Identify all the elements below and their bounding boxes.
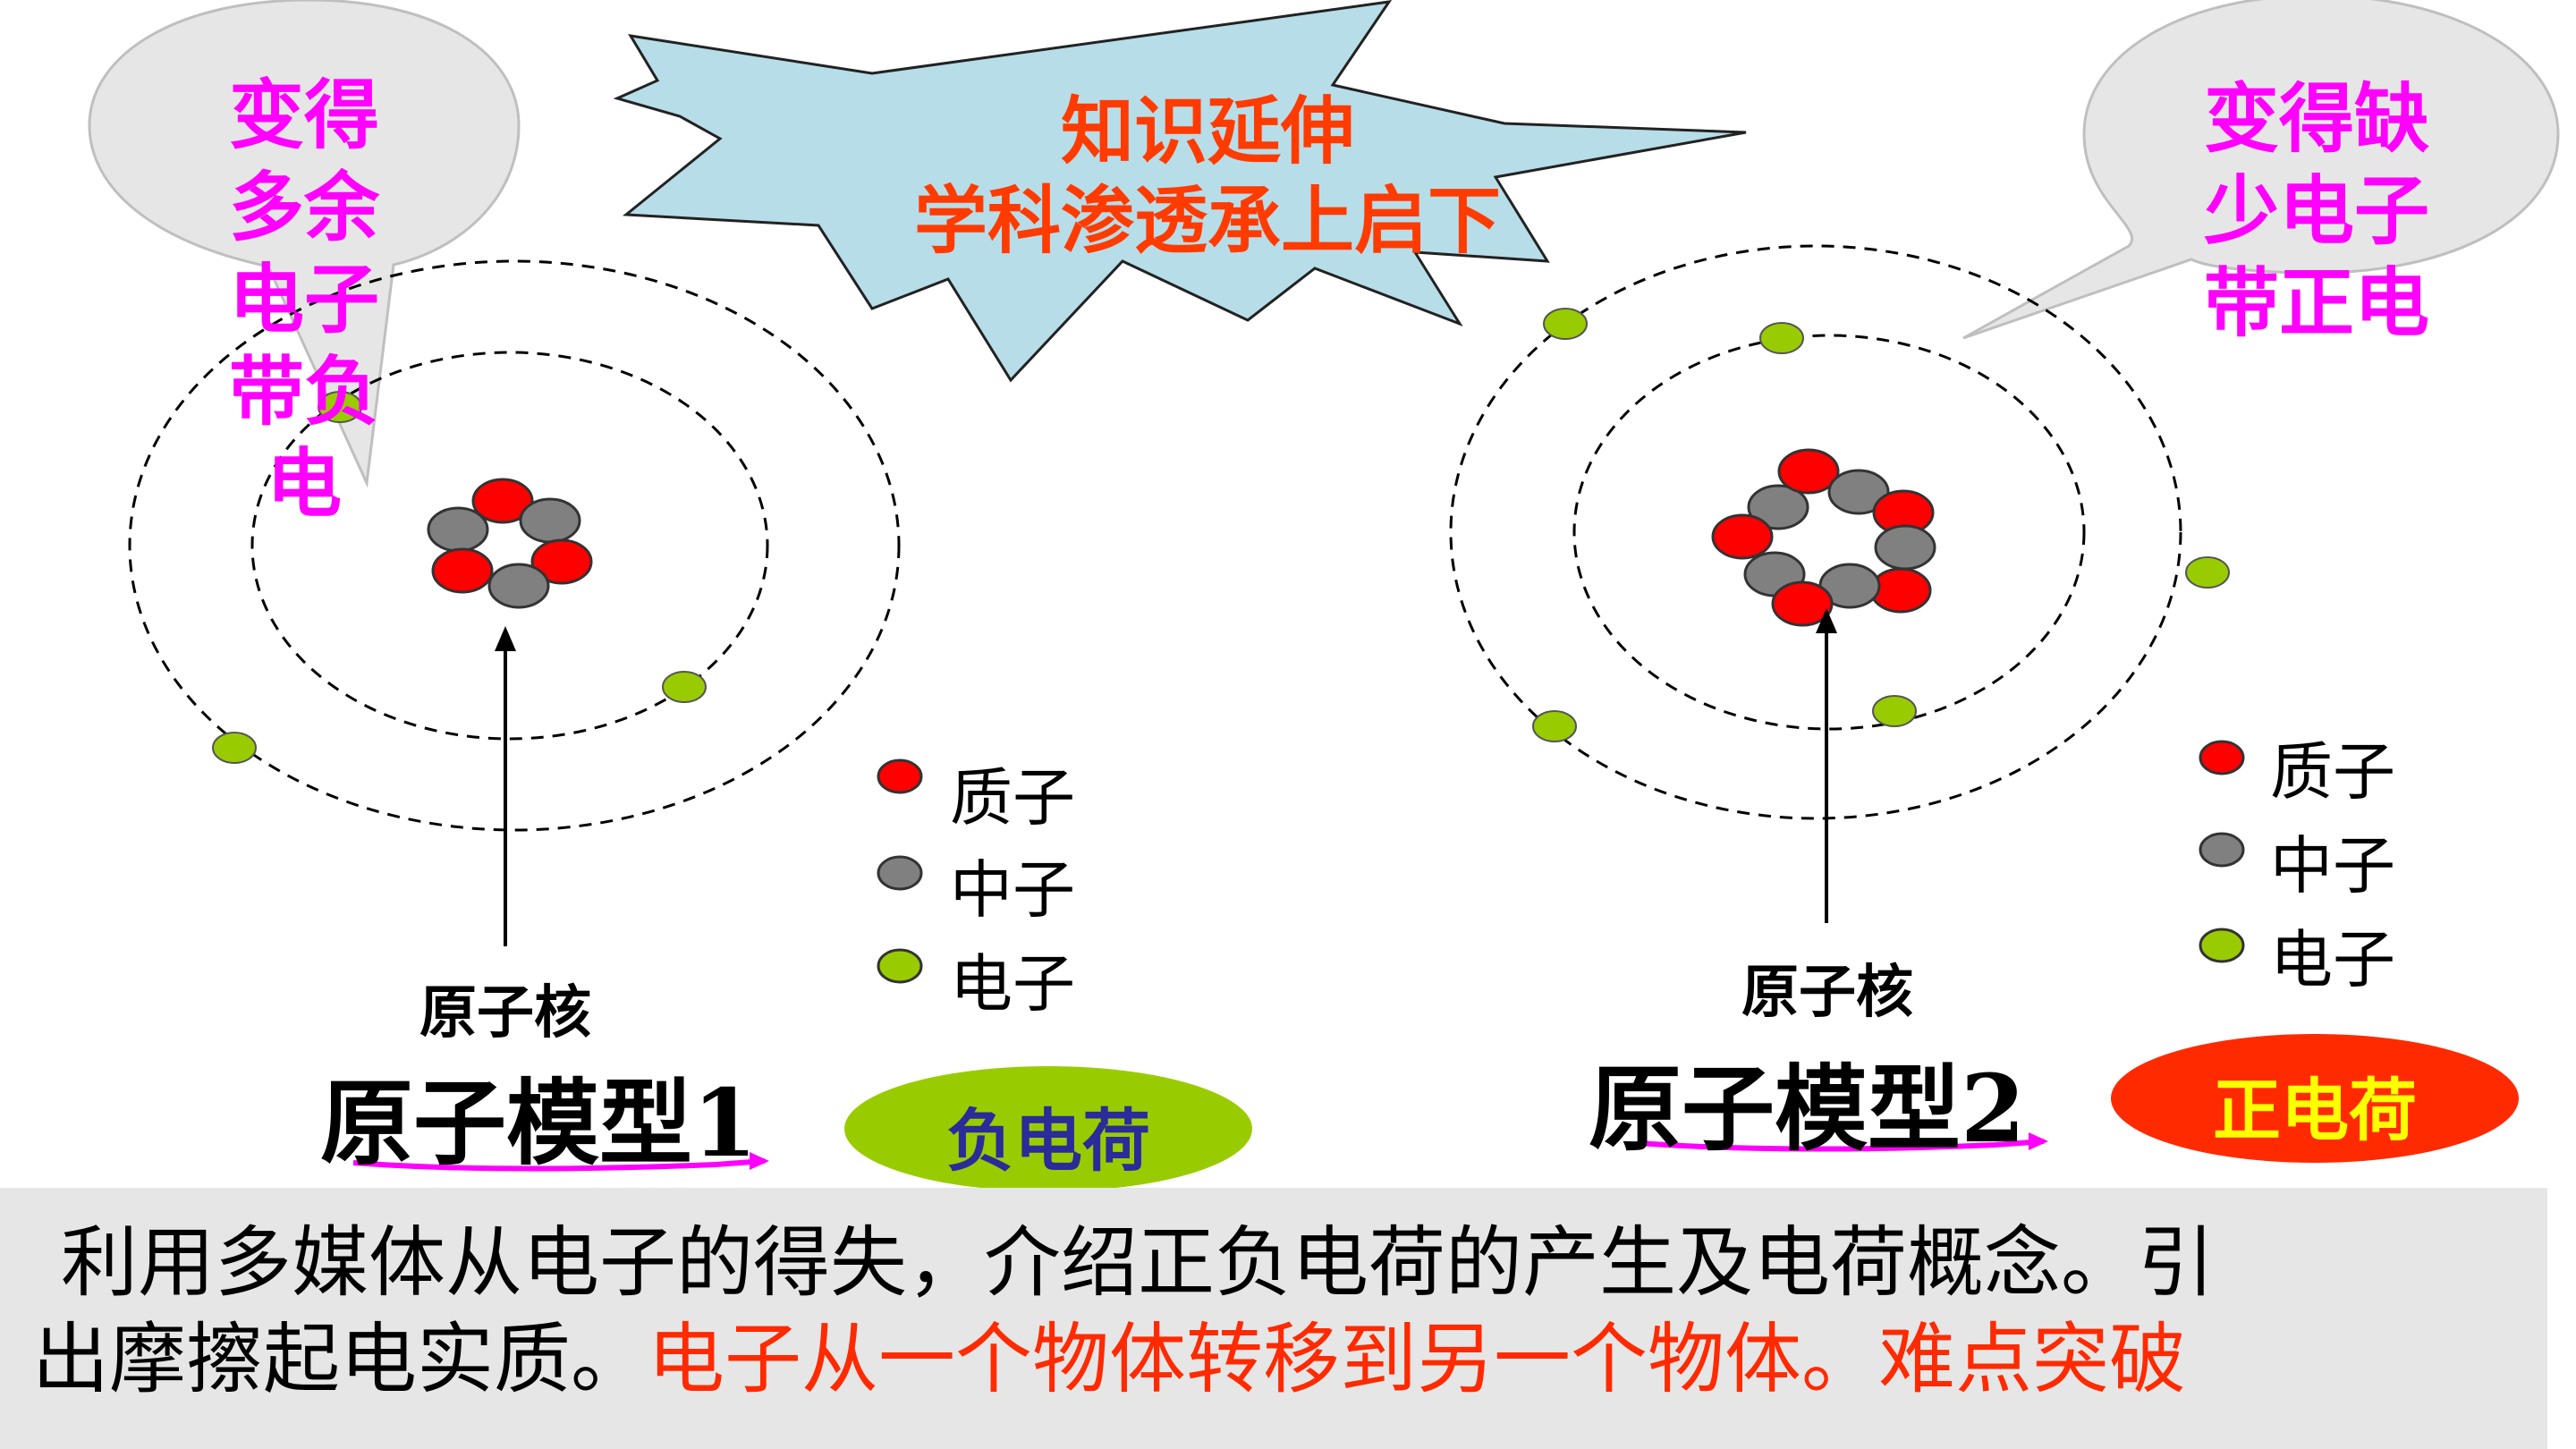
legend-proton-swatch [877, 758, 923, 794]
atom2-nucleus [1711, 448, 1936, 627]
footer-line-2: 出摩擦起电实质。电子从一个物体转移到另一个物体。难点突破 [32, 1311, 2186, 1408]
model2-title: 原子模型2 [1589, 1054, 2026, 1164]
proton-particle [431, 547, 494, 594]
left-bubble-line: 电子 [228, 256, 379, 343]
neutron-particle [487, 563, 550, 609]
legend-neutron-swatch [2199, 832, 2245, 868]
neutron-particle [1747, 484, 1809, 530]
proton-particle [1711, 513, 1774, 560]
legend-neutron-swatch [877, 855, 923, 891]
badge-positive-shape [2111, 1034, 2519, 1163]
atom1-nucleus [427, 478, 593, 609]
legend2-electron-label: 电子 [2270, 923, 2395, 996]
star-text: 知识延伸 学科渗透承上启下 [805, 88, 1610, 267]
legend2-neutron-label: 中子 [2270, 829, 2395, 902]
left-bubble-line: 带负 [228, 348, 379, 436]
atom2-inner-orbit [1572, 334, 2086, 731]
proton-particle [471, 478, 534, 524]
proton-particle [1771, 580, 1834, 627]
atom1-arrow-head [495, 626, 516, 651]
badge-negative-shape [844, 1066, 1252, 1191]
electron-particle [1532, 710, 1577, 742]
legend1-electron-label: 电子 [950, 947, 1075, 1021]
legend2-swatches [2199, 740, 2245, 963]
right-bubble-text: 变得缺 少电子 带正电 [2182, 73, 2451, 350]
star-line-2: 学科渗透承上启下 [913, 179, 1501, 264]
knowledge-star-shape [613, 0, 1747, 383]
model2-title-underline [1638, 1139, 2045, 1152]
legend2-proton-label: 质子 [2270, 735, 2395, 809]
left-bubble-line: 变得 [228, 72, 379, 159]
atom1-outer-orbit [128, 259, 901, 832]
badge-positive-text: 正电荷 [2213, 1071, 2417, 1150]
footer-panel: 利用多媒体从电子的得失，介绍正负电荷的产生及电荷概念。引 出摩擦起电实质。电子从… [0, 1188, 2547, 1449]
electron-particle [318, 391, 362, 423]
model1-title: 原子模型1 [320, 1068, 758, 1178]
proton-particle [1869, 567, 1932, 614]
atom1-electrons [212, 391, 707, 764]
electron-particle [1543, 308, 1588, 340]
legend-electron-swatch [877, 948, 923, 984]
right-bubble-line: 变得缺 [2203, 75, 2429, 163]
left-bubble-text: 变得 多余 电子 带负 电 [197, 70, 411, 530]
legend1-proton-label: 质子 [950, 761, 1075, 835]
star-line-1: 知识延伸 [1060, 89, 1354, 174]
model1-title-underline [352, 1158, 766, 1172]
legend1-neutron-label: 中子 [950, 853, 1075, 927]
atom1-nucleus-label: 原子核 [419, 980, 591, 1046]
neutron-particle [519, 497, 581, 544]
electron-particle [212, 732, 257, 764]
proton-particle [530, 538, 593, 585]
electron-particle [1759, 322, 1804, 354]
left-bubble-line: 多余 [228, 164, 379, 251]
speech-bubble-left [88, 0, 521, 488]
neutron-particle [1827, 469, 1890, 515]
right-bubble-line: 带正电 [2203, 259, 2429, 347]
badge-negative-text: 负电荷 [946, 1101, 1150, 1181]
atom1-inner-orbit [250, 351, 769, 741]
proton-particle [1777, 448, 1840, 495]
speech-bubble-right [1962, 0, 2560, 340]
left-bubble-line: 电 [266, 440, 342, 528]
legend1-swatches [877, 758, 923, 984]
model2-underline-arrow [2029, 1132, 2048, 1150]
footer-line-1: 利用多媒体从电子的得失，介绍正负电荷的产生及电荷概念。引 [61, 1218, 2215, 1308]
electron-particle [1872, 695, 1917, 727]
right-bubble-line: 少电子 [2203, 167, 2429, 255]
legend-electron-swatch [2199, 928, 2245, 963]
electron-particle [662, 671, 707, 703]
neutron-particle [1874, 524, 1936, 571]
model1-underline-arrow [750, 1152, 769, 1170]
atom2-arrow-head [1816, 608, 1837, 633]
electron-particle [2185, 556, 2230, 589]
footer-line-2-black: 出摩擦起电实质。 [32, 1315, 648, 1404]
footer-line-2-red: 电子从一个物体转移到另一个物体。难点突破 [648, 1315, 2186, 1404]
atom2-nucleus-label: 原子核 [1741, 960, 1913, 1026]
atom2-outer-orbit [1449, 244, 2182, 820]
legend-proton-swatch [2199, 740, 2245, 775]
atom2-electrons [1532, 308, 2230, 742]
